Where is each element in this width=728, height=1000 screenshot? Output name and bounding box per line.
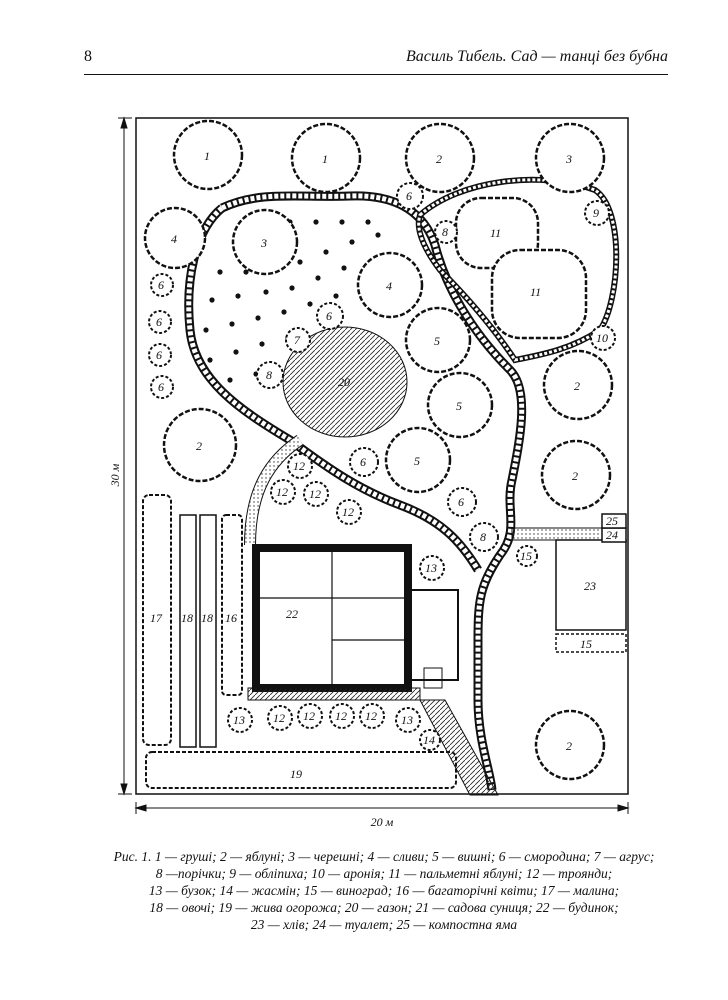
svg-text:8: 8: [480, 530, 486, 544]
svg-text:2: 2: [196, 439, 202, 453]
svg-text:3: 3: [260, 236, 267, 250]
svg-text:6: 6: [458, 495, 464, 509]
palmette-row-2: [490, 248, 588, 340]
svg-text:11: 11: [530, 285, 541, 299]
svg-text:6: 6: [158, 380, 164, 394]
plants: [143, 119, 614, 781]
caption-line: 13 — бузок; 14 — жасмін; 15 — виноград; …: [148, 883, 620, 898]
raspberry-bed: [142, 494, 172, 746]
svg-text:7: 7: [294, 333, 301, 347]
svg-text:2: 2: [566, 739, 572, 753]
svg-text:1: 1: [204, 149, 210, 163]
svg-text:3: 3: [565, 152, 572, 166]
figure-caption: Рис. 1. 1 — груші; 2 — яблуні; 3 — череш…: [84, 848, 684, 933]
svg-text:6: 6: [156, 348, 162, 362]
dim-horizontal-label: 20 м: [371, 815, 394, 829]
barn: [555, 539, 627, 631]
page-number: 8: [84, 48, 92, 65]
svg-text:11: 11: [490, 226, 501, 240]
svg-text:5: 5: [456, 399, 462, 413]
plan-labels: 1 1 2 3 4 3 4 5 5 5 2 2 2 2 6 6 6 6 6 6 …: [150, 149, 618, 781]
svg-text:12: 12: [293, 459, 305, 473]
svg-text:16: 16: [225, 611, 237, 625]
svg-text:8: 8: [442, 225, 448, 239]
svg-text:2: 2: [572, 469, 578, 483]
svg-text:15: 15: [580, 637, 592, 651]
svg-text:20: 20: [338, 375, 350, 389]
svg-text:6: 6: [360, 455, 366, 469]
svg-text:13: 13: [425, 561, 437, 575]
svg-text:10: 10: [596, 331, 608, 345]
shrubs: [148, 182, 616, 751]
dim-vertical-label: 30 м: [108, 463, 122, 487]
living-hedge: [145, 751, 457, 789]
svg-text:25: 25: [606, 514, 618, 528]
caption-line: Рис. 1. 1 — груші; 2 — яблуні; 3 — череш…: [113, 849, 655, 864]
svg-text:6: 6: [158, 278, 164, 292]
svg-text:2: 2: [436, 152, 442, 166]
svg-text:9: 9: [593, 206, 599, 220]
svg-text:12: 12: [342, 505, 354, 519]
plot-border: [135, 117, 629, 795]
svg-text:23: 23: [584, 579, 596, 593]
svg-text:4: 4: [386, 279, 392, 293]
caption-line: 8 —порічки; 9 — обліпиха; 10 — аронія; 1…: [155, 866, 613, 881]
svg-text:13: 13: [233, 713, 245, 727]
flower-bed: [221, 514, 243, 696]
svg-text:12: 12: [309, 487, 321, 501]
vegetable-bed-1: [179, 514, 197, 748]
svg-text:17: 17: [150, 611, 163, 625]
svg-text:12: 12: [303, 709, 315, 723]
svg-text:8: 8: [266, 368, 272, 382]
svg-text:22: 22: [286, 607, 298, 621]
header-rule: [84, 74, 668, 75]
svg-text:6: 6: [406, 189, 412, 203]
dimension-horizontal: [134, 802, 630, 814]
compost-pit: [601, 513, 627, 529]
svg-text:14: 14: [423, 733, 435, 747]
caption-line: 23 — хлів; 24 — туалет; 25 — компостна я…: [250, 917, 518, 932]
svg-text:19: 19: [290, 767, 302, 781]
svg-text:13: 13: [401, 713, 413, 727]
svg-text:6: 6: [156, 315, 162, 329]
svg-text:5: 5: [434, 334, 440, 348]
svg-text:12: 12: [335, 709, 347, 723]
svg-text:12: 12: [276, 485, 288, 499]
garden-plan: 30 м 20 м: [108, 116, 630, 829]
svg-text:4: 4: [171, 232, 177, 246]
svg-text:12: 12: [365, 709, 377, 723]
vegetable-bed-2: [199, 514, 217, 748]
lawn: [282, 326, 408, 438]
svg-text:5: 5: [414, 454, 420, 468]
svg-text:1: 1: [322, 152, 328, 166]
svg-text:24: 24: [606, 528, 618, 542]
svg-text:12: 12: [273, 711, 285, 725]
svg-text:15: 15: [520, 549, 532, 563]
svg-text:2: 2: [574, 379, 580, 393]
grapes-hedge: [555, 633, 627, 653]
svg-text:18: 18: [201, 611, 213, 625]
dimension-vertical: [118, 116, 132, 796]
svg-text:18: 18: [181, 611, 193, 625]
caption-line: 18 — овочі; 19 — жива огорожа; 20 — газо…: [149, 900, 619, 915]
running-title: Василь Тибель. Сад — танці без бубна: [406, 48, 668, 65]
side-path-right: [511, 527, 605, 541]
svg-text:6: 6: [326, 309, 332, 323]
